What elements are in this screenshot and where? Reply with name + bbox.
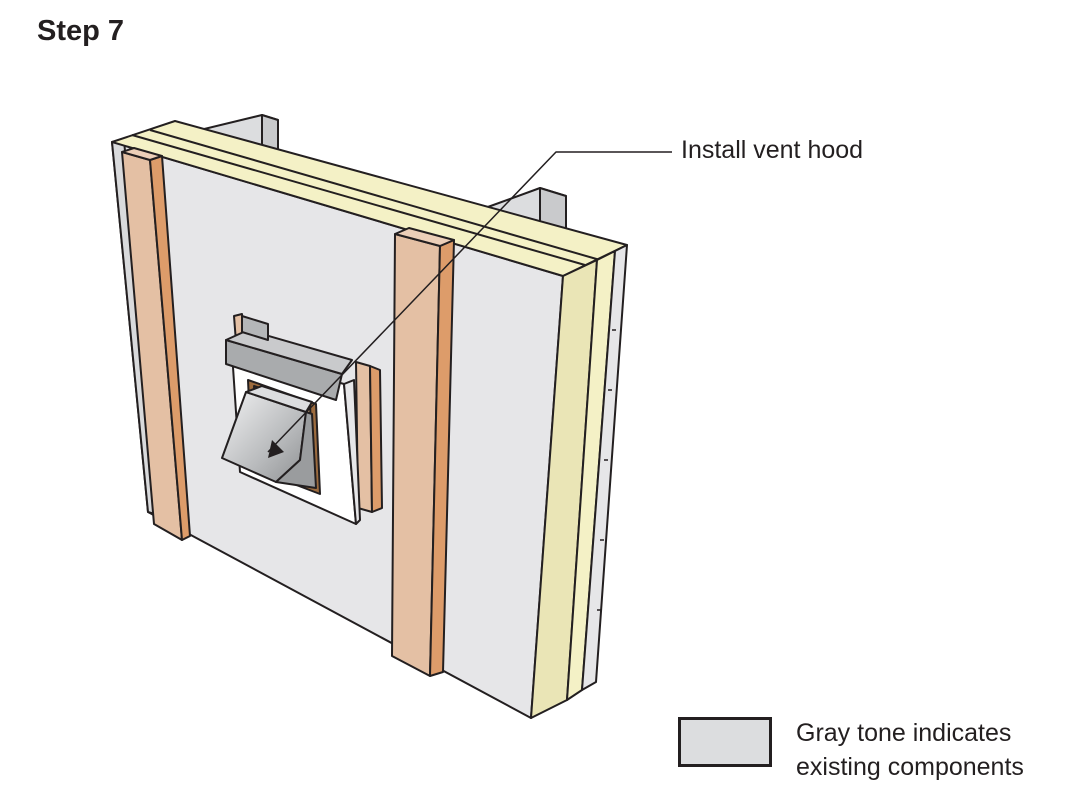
callout-label: Install vent hood xyxy=(681,136,864,164)
legend-gray-swatch xyxy=(678,717,772,767)
callout-arrowhead xyxy=(268,440,284,458)
furring-strip-left xyxy=(121,147,191,541)
legend-text: Gray tone indicates existing components xyxy=(796,716,1024,784)
insulation-side-edge xyxy=(530,244,628,719)
legend-line-2: existing components xyxy=(796,753,1024,781)
legend: Gray tone indicates existing components xyxy=(678,716,1078,786)
step-title: Step 7 xyxy=(37,15,125,47)
vent-hood xyxy=(221,385,317,489)
callout-leader xyxy=(267,151,672,458)
furring-strip-right xyxy=(391,227,455,677)
drip-cap-flashing xyxy=(225,315,353,401)
vent-blocking-right xyxy=(355,361,383,513)
legend-line-1: Gray tone indicates xyxy=(796,719,1012,747)
